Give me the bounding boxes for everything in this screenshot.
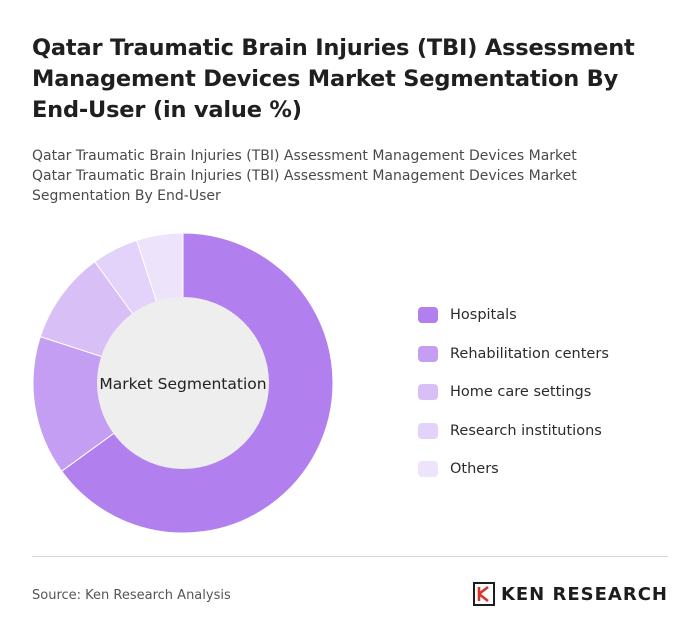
brand-name: KEN RESEARCH: [500, 583, 668, 605]
subtitle-line-1: Qatar Traumatic Brain Injuries (TBI) Ass…: [32, 148, 577, 164]
legend-item: Home care settings: [418, 373, 688, 412]
legend-label: Research institutions: [450, 422, 602, 439]
source-note: Source: Ken Research Analysis: [32, 588, 231, 603]
legend-label: Others: [450, 461, 499, 478]
legend-swatch: [418, 307, 438, 324]
ken-research-logo-icon: [472, 582, 495, 606]
chart-subtitle: Qatar Traumatic Brain Injuries (TBI) Ass…: [32, 146, 677, 206]
donut-chart: Market Segmentation: [32, 232, 334, 534]
legend-swatch: [418, 422, 438, 439]
legend-item: Others: [418, 450, 688, 489]
subtitle-line-2: Qatar Traumatic Brain Injuries (TBI) Ass…: [32, 168, 577, 204]
legend-swatch: [418, 345, 438, 362]
legend-label: Hospitals: [450, 307, 517, 324]
legend-label: Rehabilitation centers: [450, 345, 609, 362]
legend-label: Home care settings: [450, 384, 592, 401]
legend-item: Rehabilitation centers: [418, 335, 688, 374]
brand-logo: KEN RESEARCH: [472, 582, 668, 606]
legend-swatch: [418, 384, 438, 401]
footer-divider: [32, 556, 668, 557]
legend-item: Research institutions: [418, 412, 688, 451]
legend-item: Hospitals: [418, 296, 688, 335]
donut-hole: [97, 297, 269, 469]
chart-title: Qatar Traumatic Brain Injuries (TBI) Ass…: [32, 35, 635, 123]
legend-swatch: [418, 461, 438, 478]
donut-center-label: Market Segmentation: [99, 375, 266, 393]
